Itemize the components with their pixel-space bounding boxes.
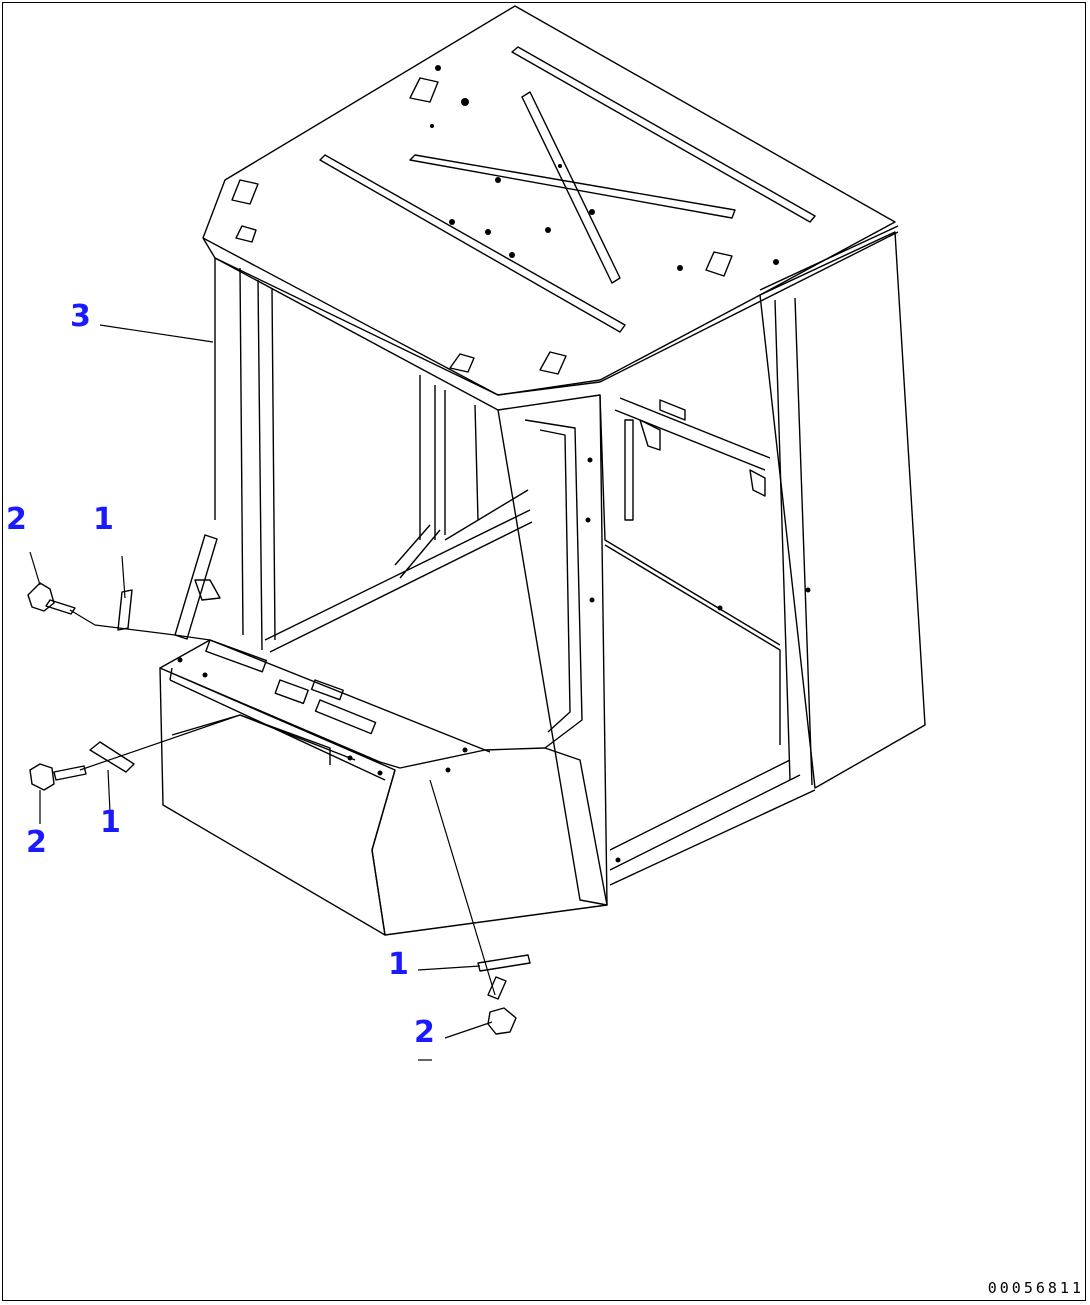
cab-lower-body xyxy=(159,457,811,936)
callout-3: 3 xyxy=(70,299,91,334)
callout-1-lower: 1 xyxy=(388,947,409,982)
callout-1-middle: 1 xyxy=(100,805,121,840)
part-1-washer-lower xyxy=(477,954,531,972)
part-1-washer-middle xyxy=(89,741,135,773)
drawing-reference-number: 00056811 xyxy=(987,1279,1084,1297)
cab-right-panel xyxy=(759,225,926,789)
callout-2-upper: 2 xyxy=(6,502,27,537)
cab-pillars xyxy=(214,258,816,906)
part-2-bolt-lower xyxy=(487,976,517,1035)
part-2-bolt-middle xyxy=(29,763,87,791)
callout-2-lower: 2 xyxy=(414,1015,435,1050)
callout-2-middle: 2 xyxy=(26,825,47,860)
leader-lines xyxy=(29,324,496,1061)
callout-1-upper: 1 xyxy=(93,502,114,537)
cab-roof xyxy=(202,5,899,411)
part-2-bolt-upper xyxy=(27,582,76,615)
